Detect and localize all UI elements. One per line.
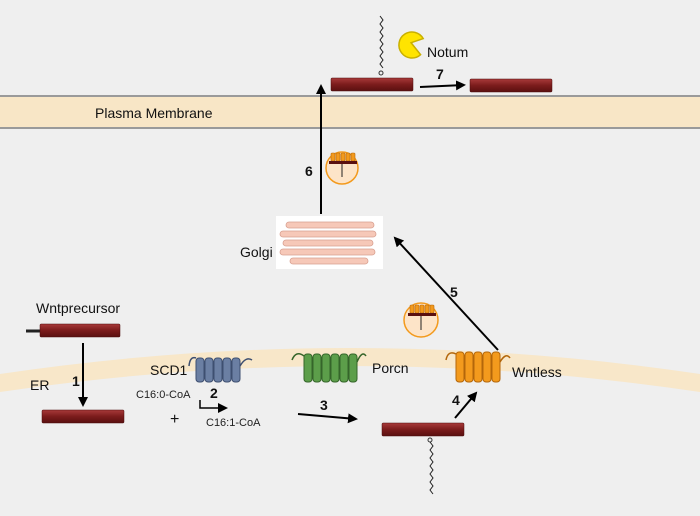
step6-label: 6 bbox=[305, 163, 313, 179]
c161-coa-label: C16:1-CoA bbox=[206, 417, 261, 429]
wnt-precursor-label: Wntprecursor bbox=[36, 300, 120, 316]
er-label: ER bbox=[30, 377, 49, 393]
wnt-precursor-bar bbox=[39, 323, 121, 338]
lipid-anchor bbox=[427, 437, 433, 443]
plasma-membrane: Plasma Membrane bbox=[0, 95, 700, 129]
step5-label: 5 bbox=[450, 284, 458, 300]
secreted-wnt-bar bbox=[330, 77, 414, 92]
step2-label: 2 bbox=[210, 385, 218, 401]
scd1-label: SCD1 bbox=[150, 362, 188, 378]
scd1-protein bbox=[188, 356, 253, 383]
wntless-protein bbox=[445, 351, 511, 383]
secreted-wnt-lipid-chain bbox=[379, 15, 384, 69]
wntless-label: Wntless bbox=[512, 364, 562, 380]
secretory-vesicle-upper bbox=[325, 151, 359, 185]
wnt-er-bar bbox=[41, 409, 125, 424]
porcn-label: Porcn bbox=[372, 360, 409, 376]
notum-label: Notum bbox=[427, 44, 468, 60]
palmitoleate-chain bbox=[429, 441, 434, 495]
c160-coa-label: C16:0-CoA bbox=[136, 389, 191, 401]
golgi-label: Golgi bbox=[240, 244, 273, 260]
step3-arrow bbox=[297, 413, 358, 424]
step4-label: 4 bbox=[452, 392, 460, 408]
deacylated-wnt-bar bbox=[469, 78, 553, 93]
secreted-wnt-anchor bbox=[378, 70, 384, 76]
er-membrane bbox=[0, 348, 700, 392]
secretory-vesicle-lower bbox=[403, 302, 439, 338]
acylated-wnt-bar bbox=[381, 422, 465, 437]
step4-arrow bbox=[454, 391, 478, 419]
step3-label: 3 bbox=[320, 397, 328, 413]
plus-sign: + bbox=[170, 411, 179, 428]
step2-arrow bbox=[199, 400, 228, 413]
golgi-apparatus bbox=[276, 216, 383, 269]
plasma-membrane-label: Plasma Membrane bbox=[95, 105, 213, 121]
step1-label: 1 bbox=[72, 373, 80, 389]
step5-arrow bbox=[393, 236, 499, 351]
step7-label: 7 bbox=[436, 66, 444, 82]
notum-enzyme-icon bbox=[398, 31, 425, 59]
step7-arrow bbox=[419, 80, 466, 91]
porcn-protein bbox=[291, 353, 367, 383]
